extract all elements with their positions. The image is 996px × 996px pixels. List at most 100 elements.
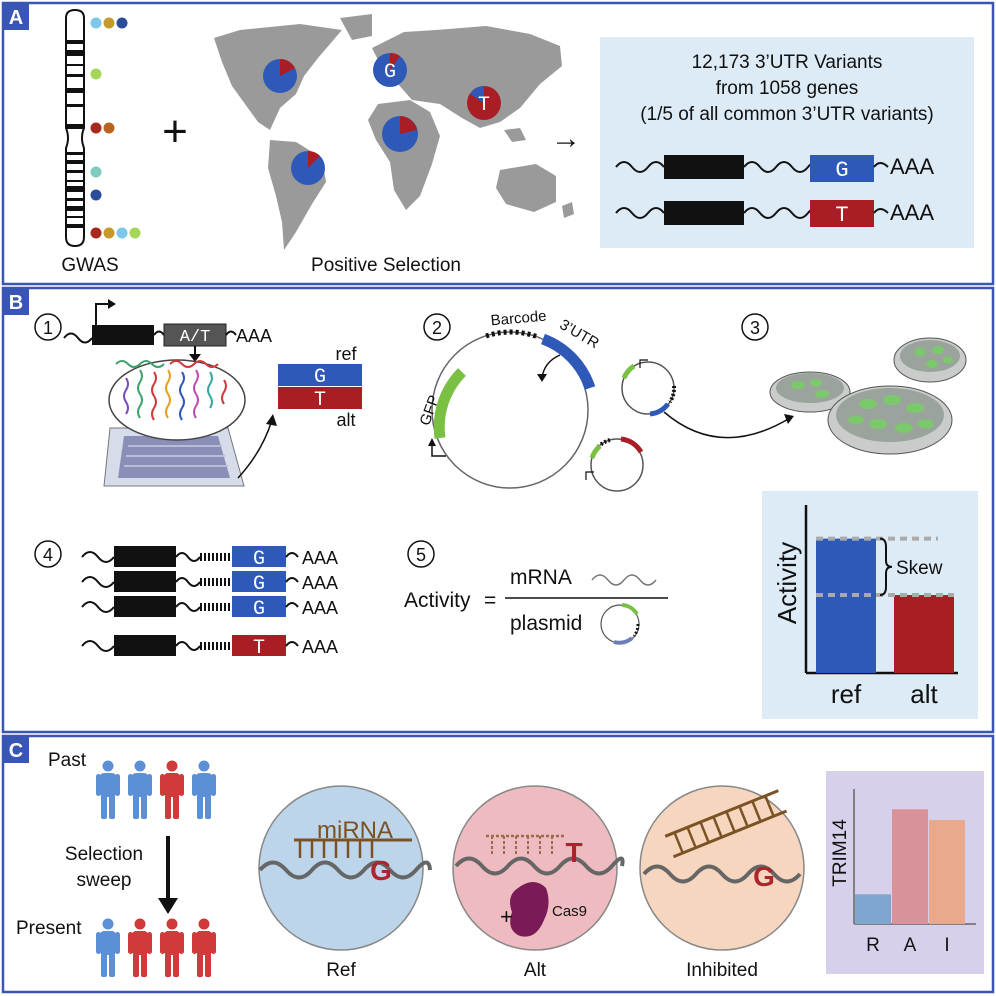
read-row-2-tail: AAA: [302, 573, 338, 593]
trim-tick-a: A: [904, 935, 917, 956]
cas9-label: Cas9: [552, 903, 587, 920]
trim-tick-r: R: [866, 935, 880, 956]
plasmid-small-2: [585, 436, 644, 492]
gwas-label: GWAS: [61, 255, 118, 276]
chromosome-icon: [65, 8, 85, 248]
present-label: Present: [16, 918, 82, 939]
alt-circle-label: Alt: [524, 960, 547, 981]
panel-c: C Past Selection sweep Present miRNA G: [1, 734, 995, 994]
microarray-icon: [103, 359, 246, 487]
alt-circle-base: T: [565, 837, 582, 868]
panel-b-letter: B: [9, 292, 23, 314]
construct-alt: T AAA: [615, 200, 934, 228]
plasmid-small-1: [621, 359, 677, 417]
selection-label: Selection: [65, 844, 143, 865]
panel-a: A: [1, 1, 995, 286]
inhibited-circle: G: [639, 785, 805, 951]
skew-brace: [879, 537, 893, 597]
pie-south-america: [291, 151, 325, 185]
construct-at: A/T AAA: [63, 299, 272, 362]
read-row-4: T AAA: [81, 635, 338, 660]
panel-c-letter: C: [9, 740, 23, 762]
construct-ref-base: G: [835, 158, 848, 183]
read-row-3: G AAA: [81, 596, 338, 621]
alt-bar-base: T: [314, 389, 326, 412]
read-row-4-tail: AAA: [302, 637, 338, 657]
pie-north-america: [263, 59, 297, 93]
past-label: Past: [48, 750, 87, 771]
plus-sign: +: [162, 107, 188, 156]
at-tail: AAA: [236, 326, 272, 346]
ref-bar-base: G: [314, 366, 326, 389]
activity-chart-ylabel: Activity: [772, 542, 802, 624]
step-2-label: 2: [432, 318, 442, 338]
panel-b: B 1 A/T AAA: [1, 286, 995, 734]
sweep-label: sweep: [77, 870, 132, 891]
at-box-label: A/T: [180, 328, 211, 347]
activity-tick-alt: alt: [910, 679, 938, 709]
alt-label-step1: alt: [336, 410, 355, 430]
inhibited-circle-base: G: [753, 861, 775, 892]
read-row-3-base: G: [253, 598, 265, 621]
skew-label: Skew: [896, 558, 943, 579]
trim-bar-a: [892, 809, 928, 924]
trim-chart-ylabel: TRIM14: [830, 819, 851, 887]
step-1-label: 1: [43, 318, 53, 338]
read-row-2-base: G: [253, 573, 265, 596]
variants-line-3: (1/5 of all common 3’UTR variants): [640, 104, 934, 125]
read-row-1-base: G: [253, 548, 265, 571]
construct-alt-tail: AAA: [890, 200, 934, 225]
construct-alt-base: T: [835, 203, 848, 228]
barcode-label: Barcode: [490, 308, 547, 330]
construct-ref-tail: AAA: [890, 154, 934, 179]
mrna-wave: [591, 574, 657, 586]
construct-ref: G AAA: [615, 154, 934, 183]
variants-box: [600, 37, 974, 248]
variants-line-1: 12,173 3’UTR Variants: [692, 52, 883, 73]
plasmid-mini-icon: [600, 603, 640, 645]
trim-chart: TRIM14 R A I: [830, 789, 976, 956]
cas9-icon: [510, 882, 549, 937]
gwas-dots: [90, 17, 141, 239]
read-row-4-base: T: [253, 637, 265, 660]
activity-bar-ref: [816, 538, 876, 673]
pie-asia: T: [467, 86, 501, 120]
read-row-1-tail: AAA: [302, 548, 338, 568]
step-4-label: 4: [43, 545, 53, 565]
ref-bar: [278, 364, 362, 386]
cas9-plus: +: [500, 904, 513, 929]
ref-label-step1: ref: [335, 344, 357, 364]
positive-selection-label: Positive Selection: [311, 255, 461, 276]
alt-bar: [278, 387, 362, 409]
activity-formula-label: Activity: [404, 589, 471, 612]
inhibited-circle-label: Inhibited: [686, 960, 758, 981]
equals-sign: =: [484, 589, 496, 612]
ref-circle: miRNA G: [258, 785, 432, 951]
alt-circle: T + Cas9: [452, 785, 625, 951]
variants-line-2: from 1058 genes: [716, 78, 859, 99]
arrow-right-icon: →: [551, 122, 581, 155]
ref-circle-label: Ref: [326, 960, 356, 981]
trim-bar-i: [929, 820, 965, 924]
pie-europe: G: [373, 52, 407, 87]
trim-bar-r: [855, 894, 891, 924]
mrna-label: mRNA: [510, 566, 572, 589]
step-3-label: 3: [750, 318, 760, 338]
trim-tick-i: I: [944, 935, 949, 956]
activity-tick-ref: ref: [831, 679, 862, 709]
pie-africa: [382, 116, 418, 152]
activity-chart: Activity Skew ref alt: [772, 505, 958, 709]
pie-asia-base: T: [478, 94, 490, 117]
activity-bar-alt: [894, 595, 954, 673]
plasmid-label: plasmid: [510, 612, 582, 635]
step-5-label: 5: [416, 545, 426, 565]
read-row-1: G AAA: [81, 546, 338, 571]
read-row-2: G AAA: [81, 571, 338, 596]
read-row-3-tail: AAA: [302, 598, 338, 618]
panel-a-letter: A: [9, 7, 23, 29]
plasmid-large: Barcode 3’UTR GFP: [417, 308, 602, 489]
pie-europe-base: G: [384, 61, 396, 84]
petri-dishes-icon: [769, 337, 967, 455]
ref-circle-base: G: [370, 855, 392, 886]
